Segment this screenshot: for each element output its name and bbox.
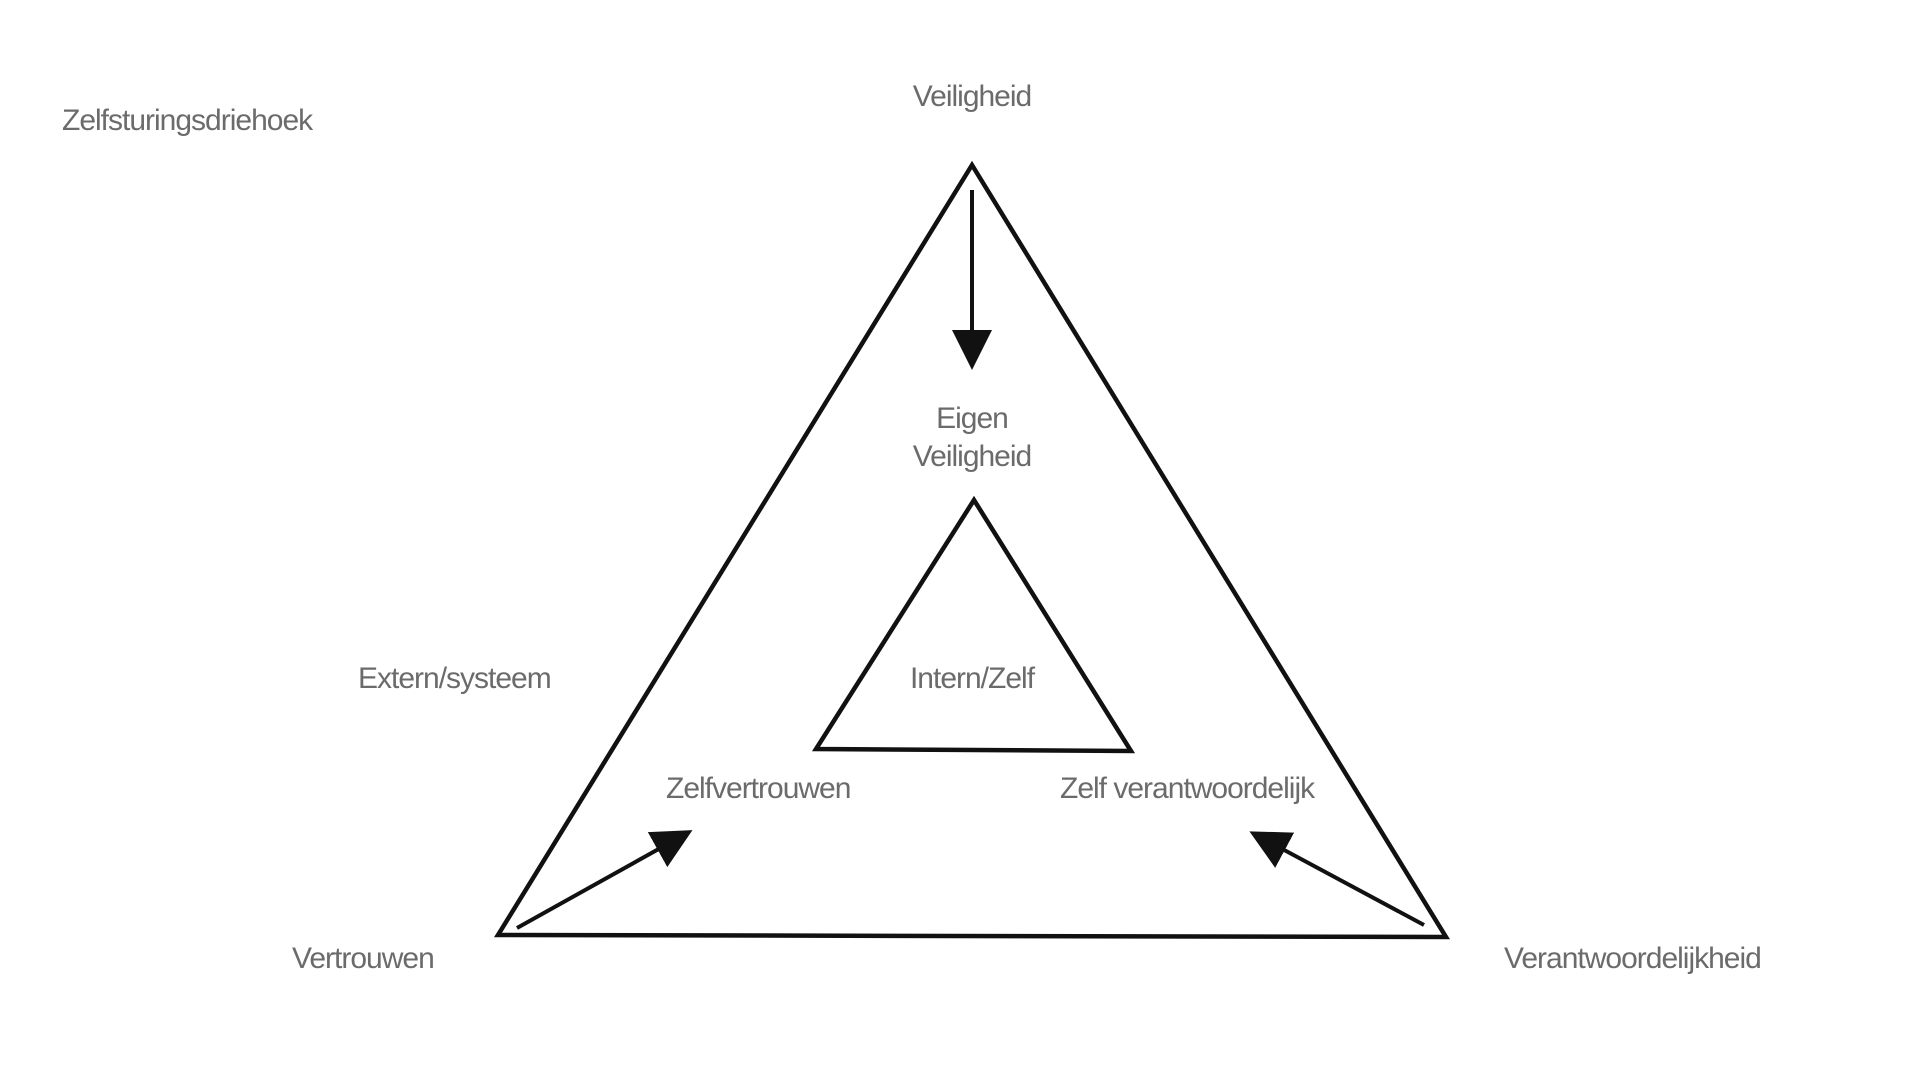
inner-triangle xyxy=(811,495,1136,754)
outer-triangle xyxy=(493,160,1451,940)
inner-top-line2: Veiligheid xyxy=(912,440,1032,473)
outer-left-label: Vertrouwen xyxy=(292,942,435,975)
outer-right-label: Verantwoordelijkheid xyxy=(1504,942,1762,975)
inner-left-label: Zelfvertrouwen xyxy=(666,772,851,805)
arrow-vertrouwen xyxy=(516,830,693,930)
arrow-verantwoordelijkheid xyxy=(1249,831,1425,927)
inner-top-line1: Eigen xyxy=(936,402,1009,435)
outer-region-label: Extern/systeem xyxy=(358,662,552,695)
inner-top-label: Eigen Veiligheid xyxy=(912,400,1032,476)
inner-region-label: Intern/Zelf xyxy=(909,662,1035,695)
inner-right-label: Zelf verantwoordelijk xyxy=(1060,772,1315,805)
diagram-title: Zelfsturingsdriehoek xyxy=(62,104,313,137)
outer-top-label: Veiligheid xyxy=(912,80,1032,113)
